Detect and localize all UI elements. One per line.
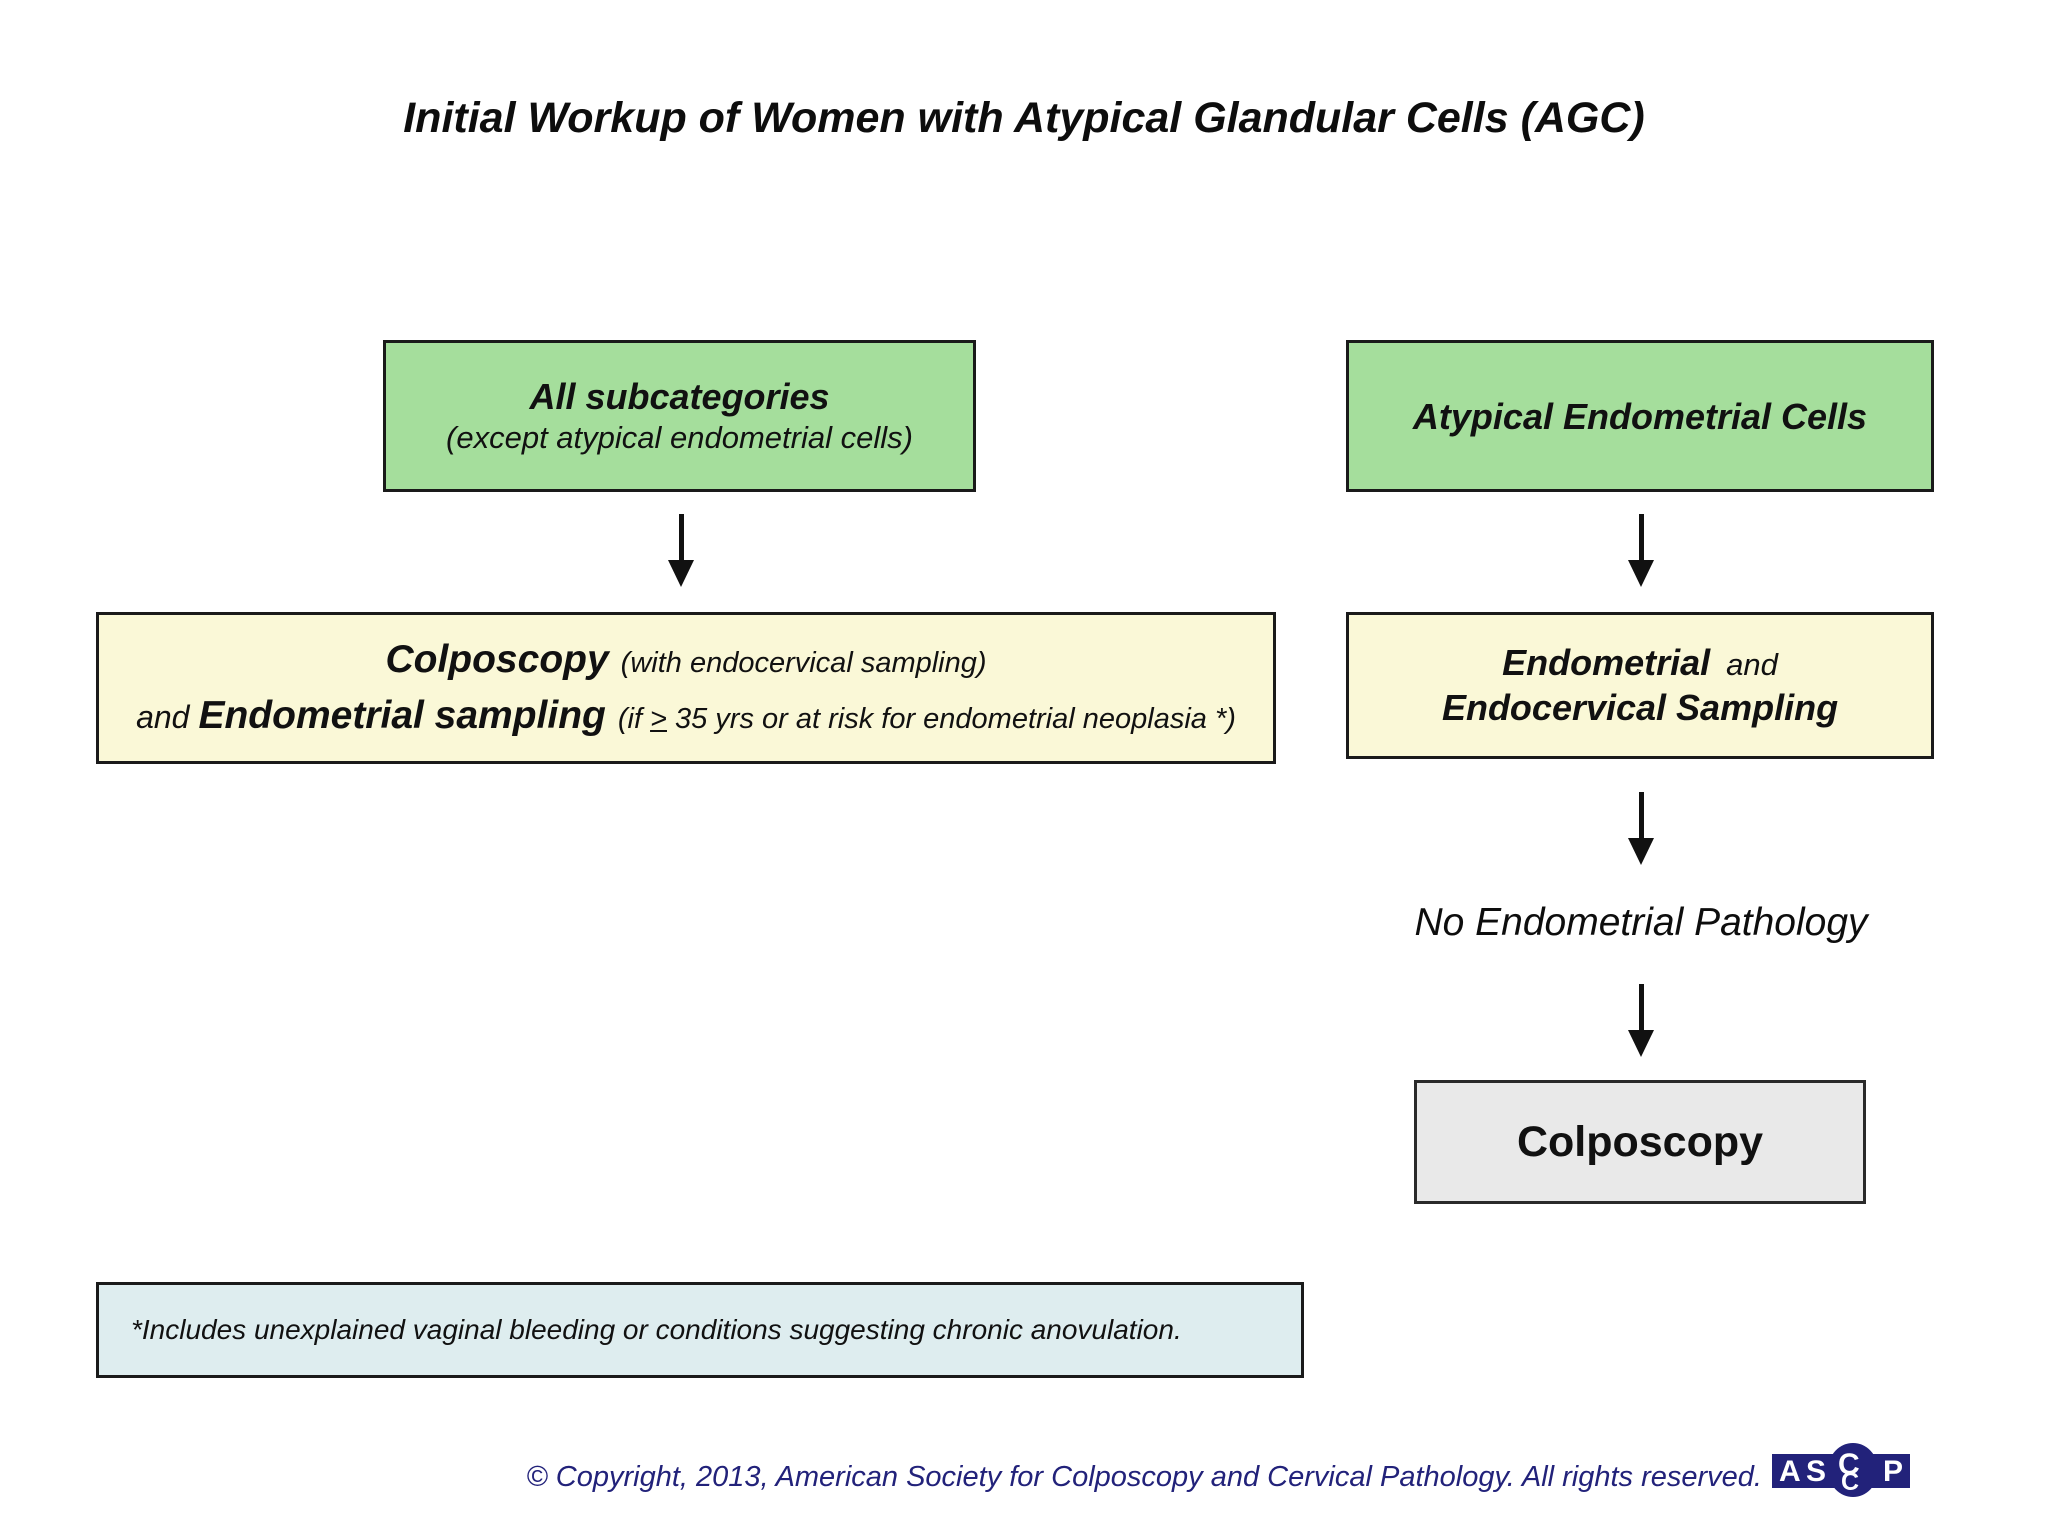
and-word: and xyxy=(136,699,190,735)
all-subcategories-sublabel: (except atypical endometrial cells) xyxy=(446,420,913,456)
asccp-logo: A S C C P xyxy=(1772,1441,1917,1503)
arrow-head xyxy=(1628,1030,1654,1057)
down-arrow-icon xyxy=(1628,514,1654,587)
no-endometrial-pathology-label: No Endometrial Pathology xyxy=(1414,901,1868,944)
asccp-letter: A xyxy=(1779,1455,1801,1488)
arrow-shaft xyxy=(1638,514,1644,560)
box-colposcopy-endometrial-sampling: Colposcopy (with endocervical sampling) a… xyxy=(96,612,1276,764)
arrow-shaft xyxy=(1638,984,1644,1030)
endocervical-sampling-label: Endocervical Sampling xyxy=(1441,686,1839,728)
footnote-box: *Includes unexplained vaginal bleeding o… xyxy=(96,1282,1304,1378)
arrow-head xyxy=(1628,560,1654,587)
greater-equal-symbol: > xyxy=(650,703,667,735)
arrow-shaft xyxy=(1638,792,1644,838)
atypical-endometrial-cells-label: Atypical Endometrial Cells xyxy=(1412,395,1868,437)
down-arrow-icon xyxy=(1628,984,1654,1057)
asccp-letter: C xyxy=(1841,1468,1860,1496)
asccp-letter: C xyxy=(1838,1448,1860,1481)
down-arrow-icon xyxy=(1628,792,1654,865)
copyright-text: © Copyright, 2013, American Society for … xyxy=(526,1461,1762,1493)
arrow-head xyxy=(668,560,694,587)
asccp-letter: P xyxy=(1883,1455,1904,1488)
asccp-logo-circle xyxy=(1828,1443,1878,1497)
endometrial-sampling-label: Endometrial sampling xyxy=(198,694,606,737)
colposcopy-note: (with endocervical sampling) xyxy=(620,647,987,679)
colposcopy-final-label: Colposcopy xyxy=(1516,1117,1764,1166)
endometrial-label: Endometrial xyxy=(1502,641,1711,683)
and-word: and xyxy=(1726,646,1778,682)
box-all-subcategories: All subcategories (except atypical endom… xyxy=(383,340,976,492)
condition-prefix: (if xyxy=(617,703,643,735)
arrow-head xyxy=(1628,838,1654,865)
box-endometrial-endocervical-sampling: Endometrial and Endocervical Sampling xyxy=(1346,612,1934,759)
colposcopy-label: Colposcopy xyxy=(385,638,609,681)
down-arrow-icon xyxy=(668,514,694,587)
arrow-shaft xyxy=(678,514,684,560)
page-title: Initial Workup of Women with Atypical Gl… xyxy=(403,94,1645,142)
condition-suffix: 35 yrs or at risk for endometrial neopla… xyxy=(674,703,1236,735)
asccp-letter: S xyxy=(1806,1455,1827,1488)
box-atypical-endometrial-cells: Atypical Endometrial Cells xyxy=(1346,340,1934,492)
box-colposcopy-final: Colposcopy xyxy=(1414,1080,1866,1204)
footnote-text: *Includes unexplained vaginal bleeding o… xyxy=(131,1314,1182,1345)
all-subcategories-label: All subcategories xyxy=(529,376,830,418)
